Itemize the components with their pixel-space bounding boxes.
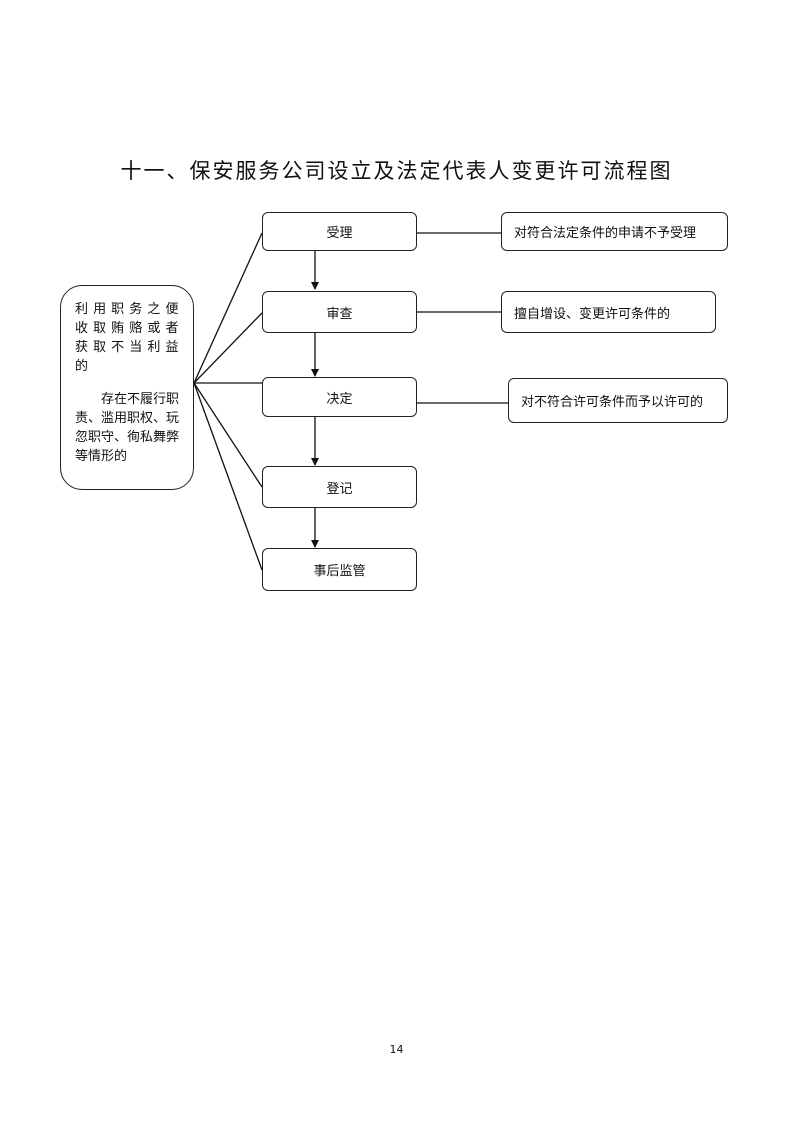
step-register: 登记	[262, 466, 417, 508]
note-not-accepted: 对符合法定条件的申请不予受理	[501, 212, 728, 251]
step-supervision: 事后监管	[262, 548, 417, 591]
fan-line-4	[193, 382, 263, 488]
step-supervision-label: 事后监管	[313, 564, 366, 579]
note-added-conditions-text: 擅自增设、变更许可条件的	[514, 306, 671, 322]
step-register-label: 登记	[326, 481, 353, 497]
note-added-conditions: 擅自增设、变更许可条件的	[501, 291, 716, 333]
note-improper-permit-text: 对不符合许可条件而予以许可的	[521, 395, 704, 410]
page-title: 十一、保安服务公司设立及法定代表人变更许可流程图	[120, 159, 673, 183]
step-review: 审查	[262, 291, 417, 333]
note-improper-permit: 对不符合许可条件而予以许可的	[508, 378, 728, 423]
step-accept-label: 受理	[326, 226, 353, 241]
step-decision: 决定	[262, 377, 417, 417]
misconduct-bribery-text: 利用职务之便收取贿赂或者获取不当利益的	[75, 302, 183, 374]
misconduct-box: 利用职务之便收取贿赂或者获取不当利益的 存在不履行职责、滥用职权、玩忽职守、徇私…	[60, 285, 194, 490]
fan-line-2	[193, 312, 263, 384]
step-review-label: 审查	[326, 306, 353, 322]
fan-line-5	[193, 382, 263, 571]
note-not-accepted-text: 对符合法定条件的申请不予受理	[514, 226, 697, 241]
page-number: 14	[389, 1043, 404, 1056]
step-accept: 受理	[262, 212, 417, 251]
misconduct-dereliction-text: 存在不履行职责、滥用职权、玩忽职守、徇私舞弊等情形的	[75, 392, 180, 464]
fan-line-1	[193, 232, 263, 384]
step-decision-label: 决定	[326, 391, 353, 407]
